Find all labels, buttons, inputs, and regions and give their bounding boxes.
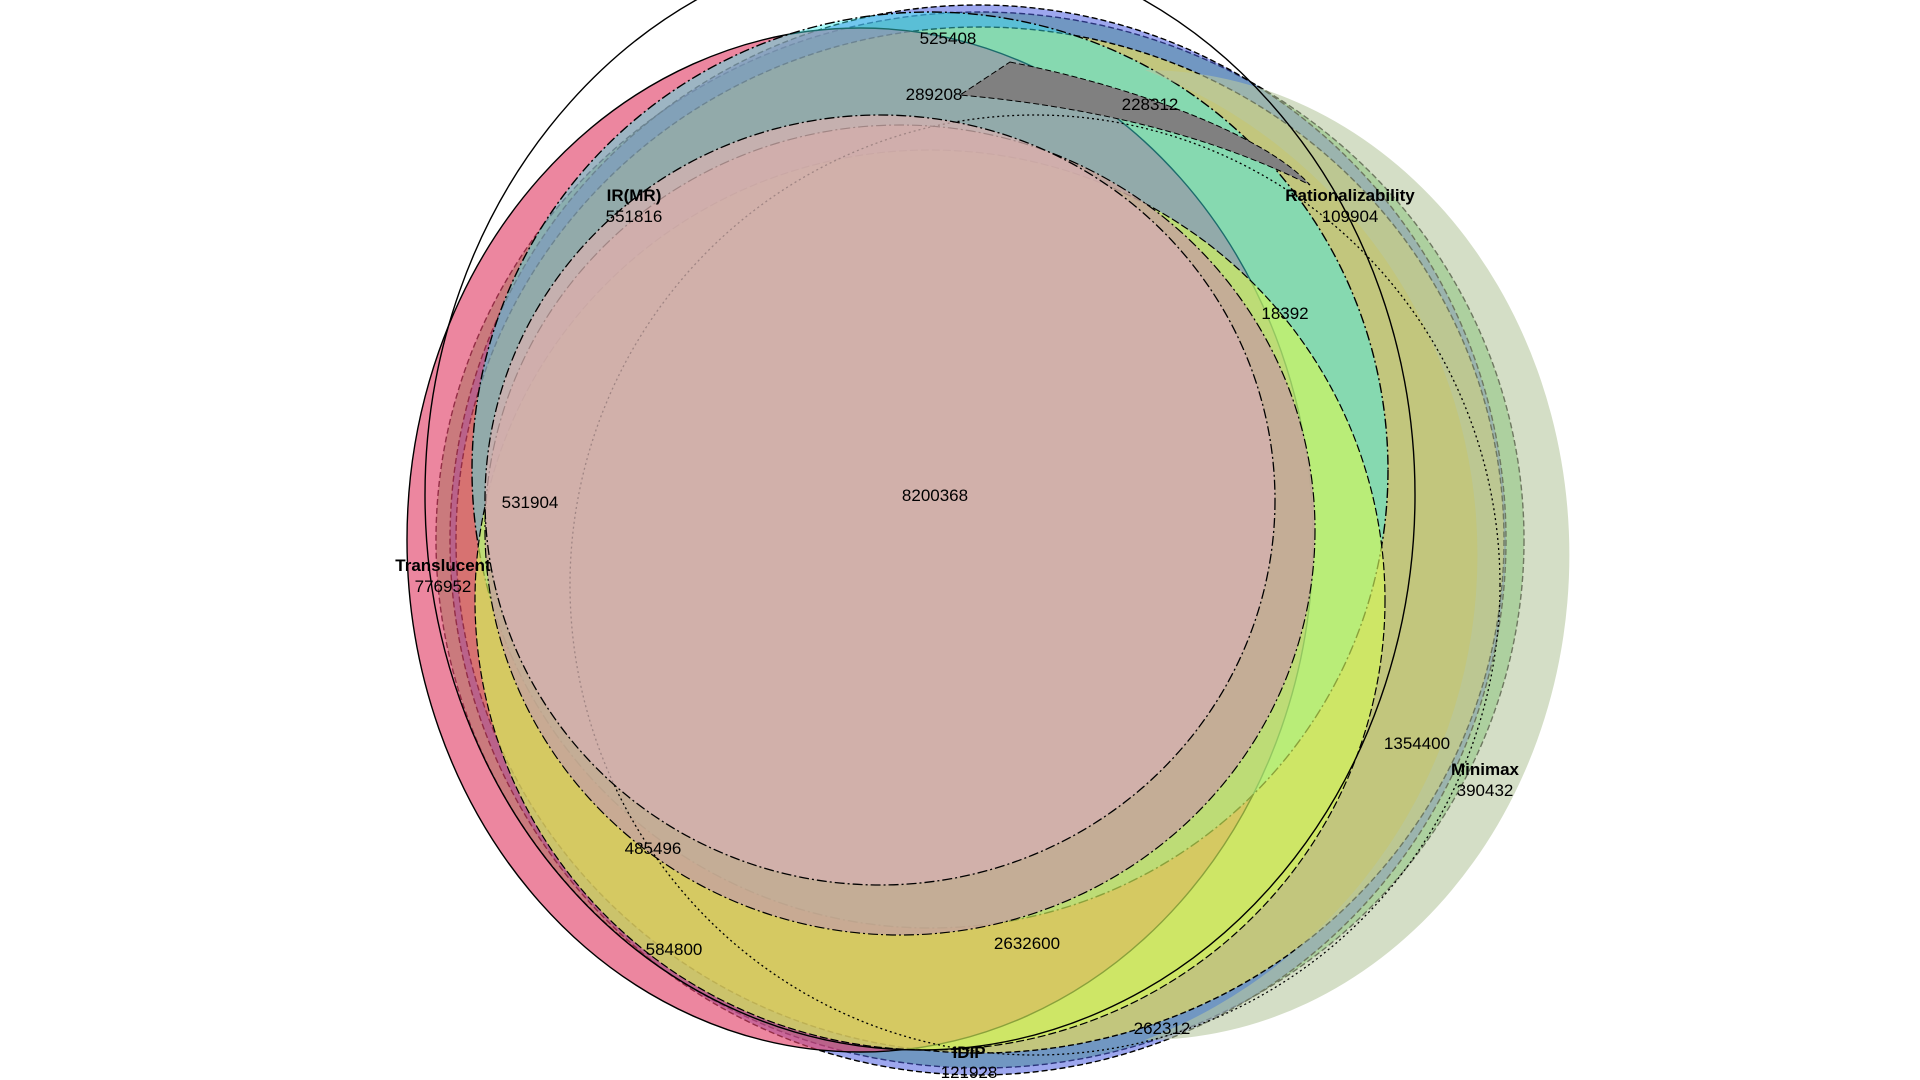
dotted-inner-ellipse — [569, 114, 1501, 1056]
value-bottom-left: 584800 — [646, 940, 703, 959]
value-right: 1354400 — [1384, 734, 1450, 753]
value-bottom-right: 262312 — [1134, 1019, 1191, 1038]
count-ir-mr: 551816 — [606, 207, 663, 226]
value-upper: 289208 — [906, 85, 963, 104]
count-rationalizability: 109904 — [1322, 207, 1379, 226]
value-right-sliver: 18392 — [1261, 304, 1308, 323]
value-left: 531904 — [502, 493, 559, 512]
label-idip: IDIP — [952, 1043, 985, 1062]
right-crescent — [1145, 70, 1570, 1040]
count-minimax: 390432 — [1457, 781, 1514, 800]
label-minimax: Minimax — [1451, 760, 1520, 779]
label-ir-mr: IR(MR) — [607, 186, 662, 205]
value-grey: 228312 — [1122, 95, 1179, 114]
value-top: 525408 — [920, 29, 977, 48]
count-translucent: 776952 — [415, 577, 472, 596]
label-rationalizability: Rationalizability — [1285, 186, 1415, 205]
label-translucent: Translucent — [395, 556, 491, 575]
grey-region — [958, 61, 1311, 186]
value-center: 8200368 — [902, 486, 968, 505]
value-lower-left: 485496 — [625, 839, 682, 858]
center-ellipse — [484, 114, 1276, 886]
solid-inner-ellipse — [424, 0, 1416, 1051]
count-idip: 121928 — [941, 1063, 998, 1080]
value-bottom-center: 2632600 — [994, 934, 1060, 953]
